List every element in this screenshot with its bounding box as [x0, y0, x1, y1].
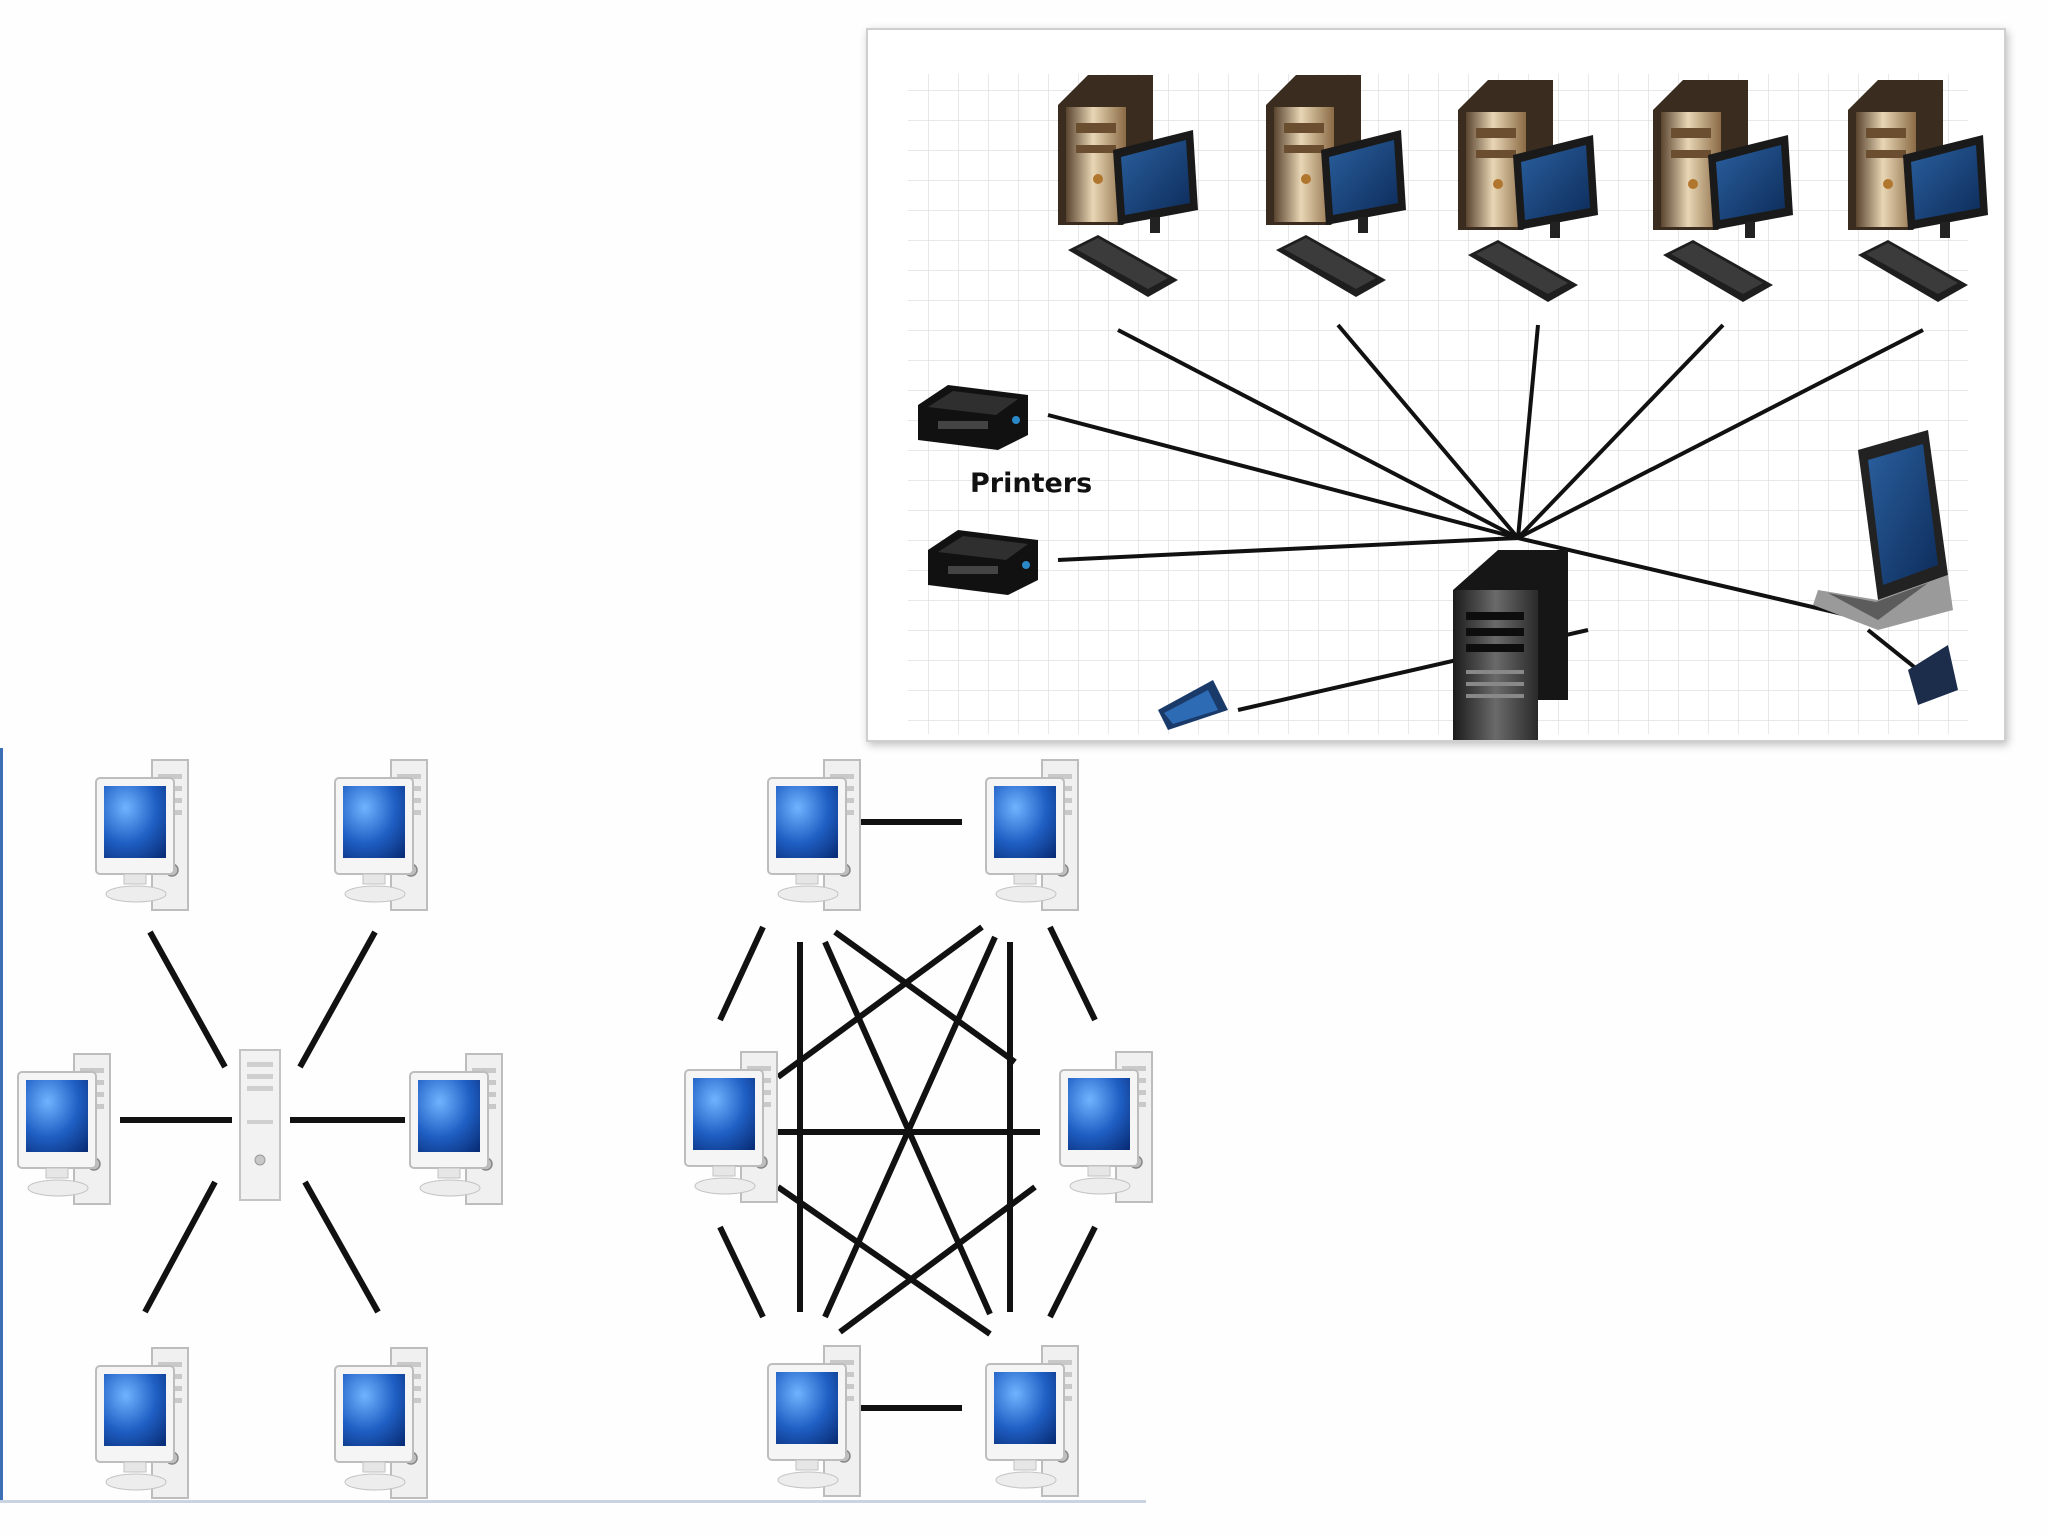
pc-icon — [985, 1345, 1079, 1497]
star-links — [120, 930, 405, 1314]
pc-icon — [95, 759, 189, 911]
star-topology-canvas — [17, 759, 503, 1499]
pc-icon — [767, 759, 861, 911]
pc-icon — [985, 759, 1079, 911]
mesh-links — [717, 819, 1098, 1411]
printer-icon — [928, 530, 1038, 595]
star-topology-diagram — [0, 742, 560, 1502]
pc-icon — [684, 1051, 778, 1203]
printer-icon — [918, 385, 1028, 450]
mesh-topology-canvas — [684, 759, 1153, 1497]
scanner-icon — [1158, 680, 1228, 730]
device-icon — [1908, 645, 1958, 705]
laptop-icon — [1813, 430, 1953, 630]
pc-icon — [334, 1347, 428, 1499]
pc-icon — [409, 1053, 503, 1205]
bottom-rule — [0, 1500, 1146, 1503]
pc-icon — [95, 1347, 189, 1499]
server-tower-icon — [1453, 550, 1568, 740]
bus-network-diagram: Printers — [866, 28, 2006, 742]
pc-icon — [17, 1053, 111, 1205]
mesh-topology-diagram — [660, 742, 1160, 1502]
left-edge-rule — [0, 748, 3, 1500]
pc-icon — [334, 759, 428, 911]
bus-network-canvas: Printers — [908, 74, 1988, 740]
pc-icon — [1059, 1051, 1153, 1203]
pc-icon — [767, 1345, 861, 1497]
hub-icon — [239, 1049, 281, 1201]
printers-label: Printers — [970, 468, 1092, 499]
